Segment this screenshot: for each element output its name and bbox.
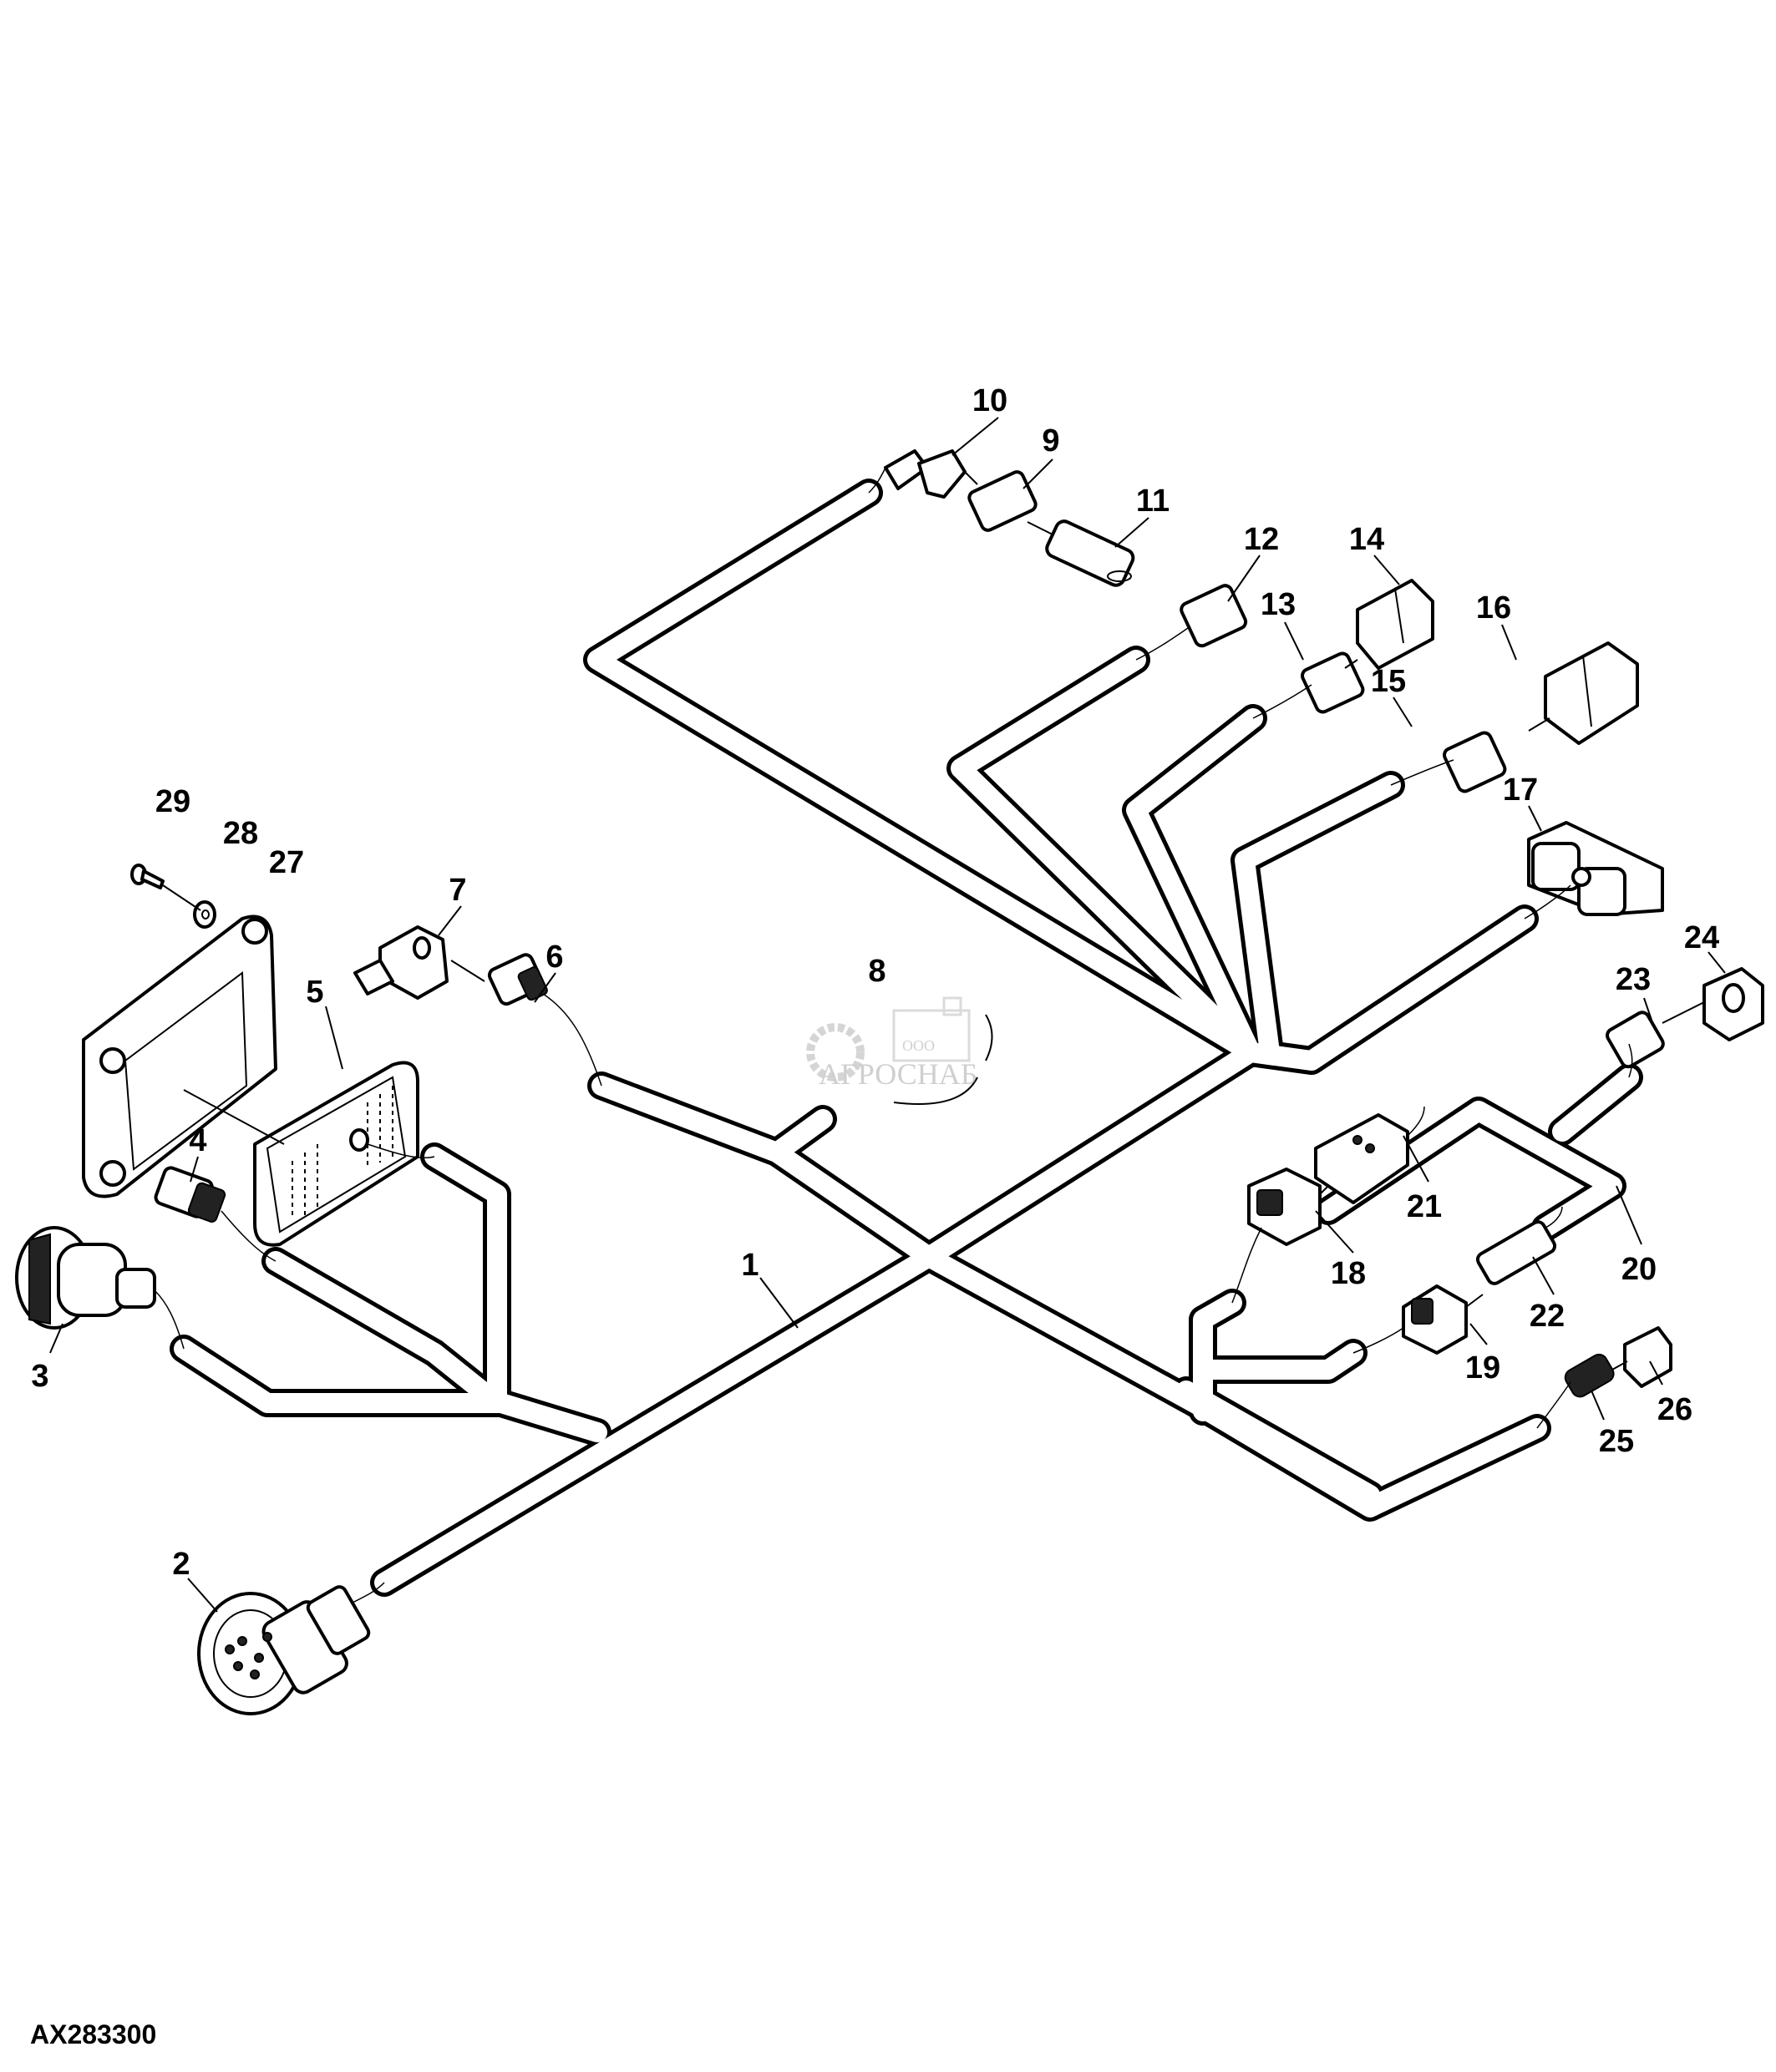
callout-22[interactable]: 22 (1530, 1299, 1565, 1334)
part-8-clip[interactable] (893, 1014, 993, 1105)
part-28-washer[interactable] (193, 900, 216, 929)
gear-icon (806, 1023, 865, 1082)
part-18-connector[interactable] (1231, 1168, 1329, 1304)
callout-3[interactable]: 3 (31, 1359, 48, 1394)
harness-lines (170, 479, 1643, 1597)
watermark-logo: ООО АГРОСНАБ (806, 996, 977, 1091)
part-16-plug[interactable] (1528, 641, 1639, 745)
callout-9[interactable]: 9 (1042, 423, 1059, 458)
part-24-connector[interactable] (1662, 967, 1764, 1041)
callout-13[interactable]: 13 (1261, 587, 1296, 622)
callout-20[interactable]: 20 (1621, 1252, 1657, 1287)
callout-10[interactable]: 10 (972, 383, 1007, 418)
part-14-plug[interactable] (1344, 579, 1434, 670)
part-15-connector[interactable] (1390, 731, 1507, 793)
callout-15[interactable]: 15 (1371, 664, 1406, 699)
callout-25[interactable]: 25 (1599, 1424, 1634, 1459)
callout-29[interactable]: 29 (155, 784, 190, 819)
callout-14[interactable]: 14 (1349, 522, 1384, 557)
callout-28[interactable]: 28 (223, 816, 258, 851)
callout-23[interactable]: 23 (1616, 962, 1651, 997)
callout-24[interactable]: 24 (1684, 920, 1719, 955)
combine-harvester-icon (892, 996, 971, 1062)
part-27-housing-frame[interactable] (82, 914, 277, 1198)
part-5-ecu-connector[interactable] (183, 1061, 435, 1247)
part-12-connector[interactable] (1135, 584, 1248, 661)
callout-26[interactable]: 26 (1657, 1392, 1692, 1427)
callout-18[interactable]: 18 (1331, 1256, 1366, 1291)
callout-21[interactable]: 21 (1407, 1189, 1442, 1224)
watermark-prefix: ООО (902, 1037, 935, 1054)
part-17-multi-pin-connector[interactable] (1524, 821, 1664, 919)
ecu-pin-grid (292, 1086, 393, 1219)
part-23-connector[interactable] (1605, 1010, 1666, 1078)
callout-4[interactable]: 4 (189, 1123, 206, 1158)
part-29-screw[interactable] (130, 864, 201, 911)
part-22-connector[interactable] (1475, 1206, 1563, 1286)
callout-16[interactable]: 16 (1476, 590, 1511, 626)
callout-11[interactable]: 11 (1136, 484, 1170, 519)
part-10-connector-housing[interactable] (868, 449, 967, 499)
callout-1[interactable]: 1 (741, 1248, 759, 1283)
callout-17[interactable]: 17 (1503, 773, 1538, 808)
callout-5[interactable]: 5 (306, 975, 323, 1010)
figure-id: AX283300 (30, 2019, 157, 2049)
part-9-connector[interactable] (964, 470, 1038, 533)
callout-6[interactable]: 6 (545, 940, 563, 975)
watermark-name: АГРОСНАБ (819, 1057, 977, 1091)
callout-12[interactable]: 12 (1244, 522, 1279, 557)
part-4-connector[interactable] (154, 1166, 277, 1262)
part-21-plug[interactable] (1314, 1106, 1425, 1204)
leader-lines (49, 417, 1726, 1613)
callout-7[interactable]: 7 (449, 873, 466, 908)
part-19-connector[interactable] (1352, 1284, 1484, 1355)
part-25-connector[interactable] (1536, 1351, 1616, 1429)
callout-8[interactable]: 8 (868, 954, 885, 989)
part-11-terminator[interactable] (1027, 519, 1136, 588)
callout-19[interactable]: 19 (1465, 1350, 1500, 1386)
callout-27[interactable]: 27 (269, 845, 304, 880)
callout-2[interactable]: 2 (172, 1547, 190, 1582)
part-7-bracket[interactable] (353, 925, 485, 1000)
part-13-connector[interactable] (1252, 651, 1365, 719)
callout-labels: 1 2 3 4 5 6 7 8 9 10 11 12 13 14 15 16 1… (31, 383, 1719, 1582)
part-6-connector[interactable] (487, 953, 602, 1087)
part-3-round-connector[interactable] (15, 1226, 185, 1350)
part-26-plug[interactable] (1611, 1326, 1672, 1388)
part-2-round-connector[interactable] (197, 1582, 385, 1715)
